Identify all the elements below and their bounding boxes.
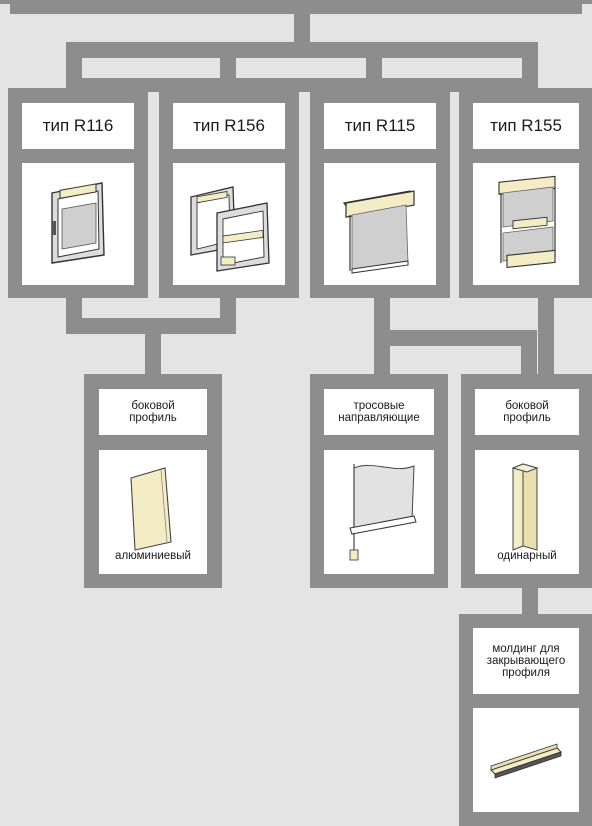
accessory-image-molding: [473, 708, 579, 812]
guided-roller-blind-icon: [498, 175, 556, 269]
single-side-profile-icon: [511, 463, 539, 551]
accessory-image-aluminium: алюминиевый: [99, 450, 207, 574]
type-label-r116: тип R116: [22, 103, 134, 149]
type-image-r116: [22, 163, 134, 285]
type-label-r155: тип R155: [473, 103, 579, 149]
accessory-image-single: одинарный: [475, 450, 579, 574]
cable-guide-icon: [349, 464, 417, 561]
free-hanging-roller-blind-icon: [342, 190, 416, 274]
type-image-r115: [324, 163, 436, 285]
accessory-label-side-profile-aluminium: боковой профиль: [99, 389, 207, 435]
type-image-r156: [173, 163, 285, 285]
accessory-label-molding: молдинг для закрывающего профиля: [473, 628, 579, 694]
accessory-image-cable: [324, 450, 434, 574]
type-label-r156: тип R156: [173, 103, 285, 149]
aluminium-side-profile-icon: [130, 467, 172, 551]
window-roller-blind-icon: [51, 182, 105, 264]
double-window-roller-blind-icon: [190, 186, 270, 272]
accessory-label-side-profile-single: боковой профиль: [475, 389, 579, 435]
accessory-caption-single: одинарный: [497, 550, 557, 562]
type-label-r115: тип R115: [324, 103, 436, 149]
type-image-r155: [473, 163, 579, 285]
accessory-label-cable-guides: тросовые направляющие: [324, 389, 434, 435]
cover-profile-molding-icon: [490, 743, 562, 779]
accessory-caption-aluminium: алюминиевый: [115, 550, 191, 562]
